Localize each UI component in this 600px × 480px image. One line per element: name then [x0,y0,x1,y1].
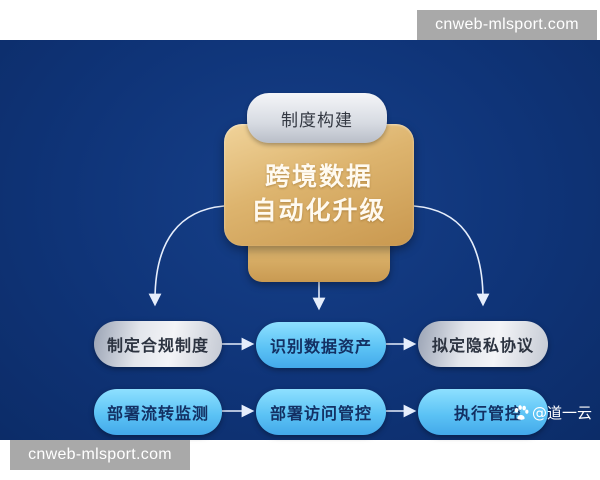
credit-text: @道一云 [532,404,593,422]
center-node-base [248,240,390,282]
node-flow-monitoring: 部署流转监测 [94,389,222,435]
node-compliance-policy: 制定合规制度 [94,321,222,367]
center-title-line1: 跨境数据 [264,162,373,191]
node-identify-data-assets: 识别数据资产 [256,322,386,368]
credit: @道一云 [512,402,592,423]
watermark-bottom: cnweb-mlsport.com [10,440,190,470]
center-node: 跨境数据 自动化升级 [224,124,414,246]
watermark-top: cnweb-mlsport.com [417,10,597,40]
node-privacy-agreement: 拟定隐私协议 [418,321,548,367]
node-access-control: 部署访问管控 [256,389,386,435]
center-title-line2: 自动化升级 [251,196,387,225]
baidu-paw-icon [514,404,529,420]
top-label-node: 制度构建 [247,93,387,143]
